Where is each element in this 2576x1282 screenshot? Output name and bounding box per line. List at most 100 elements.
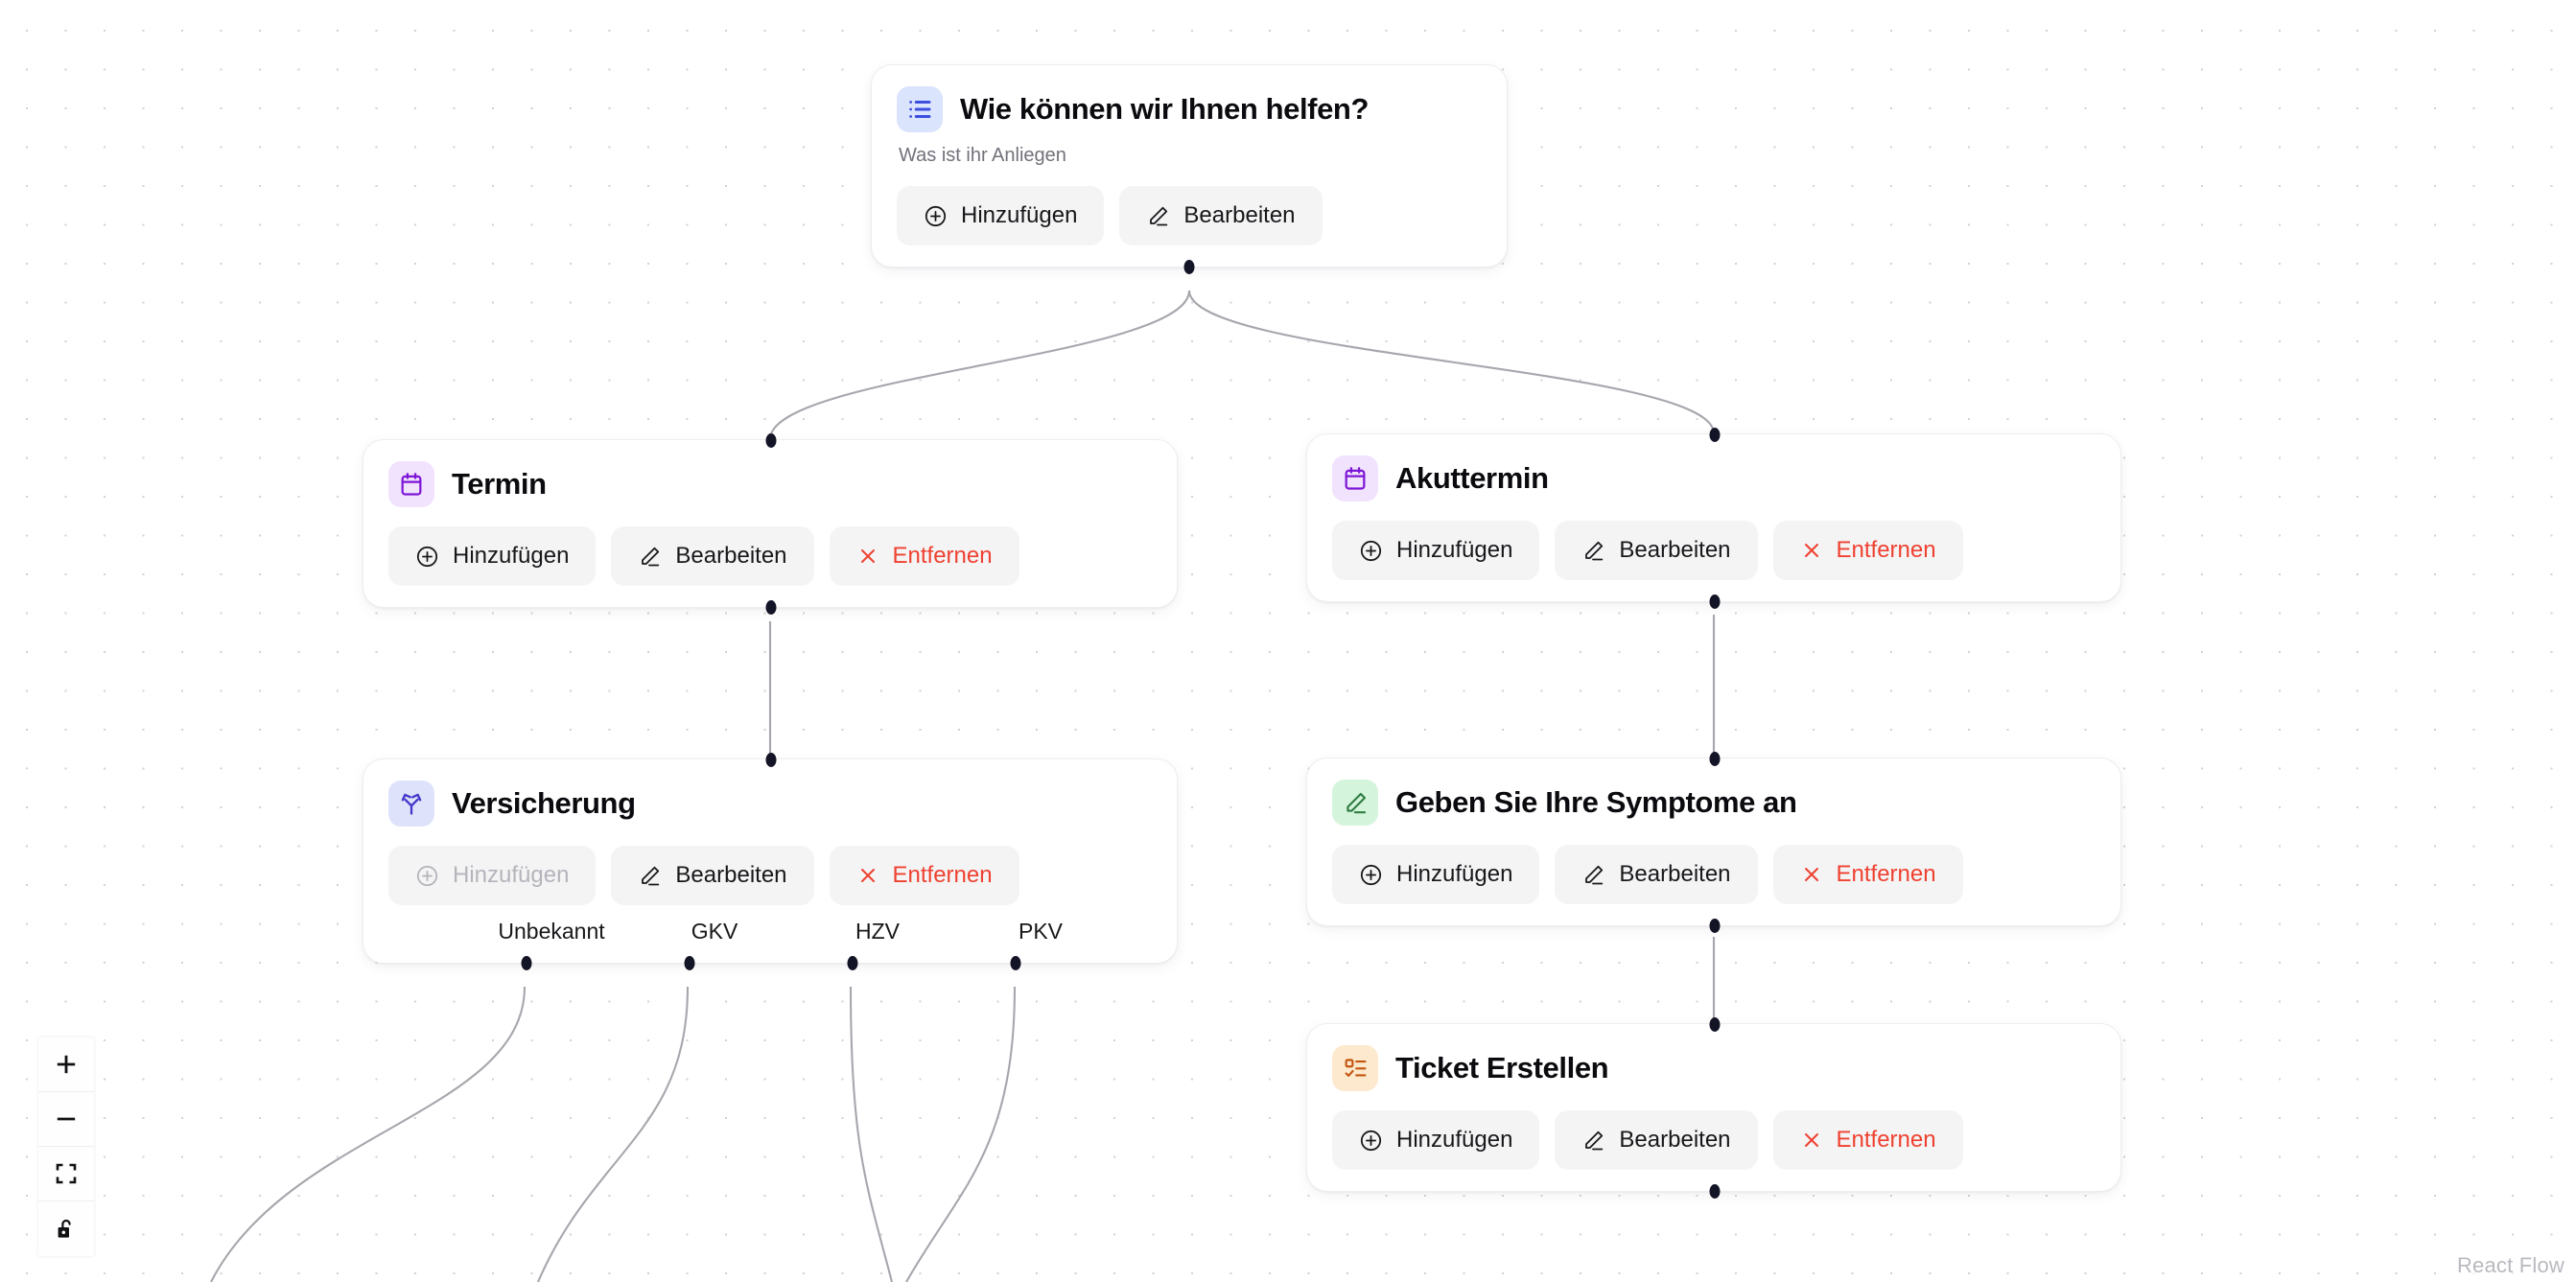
edit-button[interactable]: Bearbeiten (1555, 521, 1758, 580)
edge-versicherung-hzv (849, 986, 894, 1282)
remove-button[interactable]: Entfernen (1772, 521, 1963, 580)
target-handle[interactable] (765, 753, 777, 767)
plus-circle-icon (1360, 864, 1382, 885)
node-title: Versicherung (452, 785, 636, 820)
add-button[interactable]: Hinzufügen (1332, 1110, 1540, 1170)
edit-button-label: Bearbeiten (675, 862, 787, 888)
calendar-icon (1332, 455, 1378, 501)
plus-circle-icon (416, 546, 438, 567)
zoom-out-button[interactable] (38, 1092, 94, 1147)
remove-button-label: Entfernen (892, 862, 993, 888)
target-handle[interactable] (1709, 752, 1721, 766)
remove-button-label: Entfernen (1836, 1127, 1936, 1153)
node-versicherung[interactable]: Versicherung Hinzufügen Bearbeiten (363, 753, 1178, 970)
node-action-row: Hinzufügen Bearbeiten Entfernen (1332, 1110, 2096, 1170)
source-handle[interactable] (1709, 1184, 1721, 1199)
edit-button-label: Bearbeiten (1619, 861, 1731, 887)
target-handle[interactable] (765, 433, 777, 448)
remove-button[interactable]: Entfernen (829, 526, 1019, 586)
node-ticket-erstellen[interactable]: Ticket Erstellen Hinzufügen Bearbeiten (1306, 1017, 2121, 1199)
edge-root-to-akuttermin (1187, 290, 1716, 434)
node-action-row: Hinzufügen Bearbeiten Entfernen (1332, 521, 2096, 580)
node-akuttermin[interactable]: Akuttermin Hinzufügen Bearbeiten (1306, 428, 2121, 609)
edit-button[interactable]: Bearbeiten (1555, 1110, 1758, 1170)
target-handle[interactable] (1709, 1017, 1721, 1032)
edit-button-label: Bearbeiten (1619, 537, 1731, 563)
node-header: Akuttermin (1332, 455, 2096, 501)
source-handle[interactable] (1709, 594, 1721, 609)
pencil-icon (1150, 206, 1168, 225)
plus-circle-icon (925, 205, 947, 226)
toggle-interactivity-button[interactable] (38, 1201, 94, 1256)
add-button-label: Hinzufügen (453, 543, 570, 569)
checklist-icon (1332, 1045, 1378, 1091)
x-icon (1804, 544, 1818, 557)
node-action-row: Hinzufügen Bearbeiten Entfernen (388, 846, 1152, 905)
plus-circle-icon (416, 865, 438, 886)
list-icon (897, 86, 943, 132)
fit-view-icon (56, 1163, 77, 1184)
branch-icon (388, 781, 434, 827)
branch-handle-labels: Unbekannt GKV HZV PKV (388, 919, 1152, 951)
source-handle-pkv[interactable] (1010, 956, 1021, 970)
add-button-label: Hinzufügen (1396, 1127, 1513, 1153)
remove-button[interactable]: Entfernen (829, 846, 1019, 905)
attribution-label: React Flow (2456, 1253, 2564, 1277)
node-symptome[interactable]: Geben Sie Ihre Symptome an Hinzufügen Be… (1306, 752, 2121, 933)
branch-label-unbekannt: Unbekannt (498, 919, 605, 944)
node-header: Geben Sie Ihre Symptome an (1332, 780, 2096, 826)
unlock-icon (58, 1219, 71, 1238)
remove-button[interactable]: Entfernen (1772, 1110, 1963, 1170)
source-handle-hzv[interactable] (847, 956, 858, 970)
zoom-in-button[interactable] (38, 1037, 94, 1092)
node-title: Akuttermin (1395, 460, 1549, 495)
node-header: Termin (388, 461, 1152, 507)
pencil-icon (642, 547, 660, 566)
minus-icon (57, 1117, 76, 1121)
node-title: Geben Sie Ihre Symptome an (1395, 784, 1797, 819)
node-action-row: Hinzufügen Bearbeiten (897, 186, 1482, 245)
node-title: Termin (452, 466, 547, 501)
flow-controls[interactable] (38, 1037, 94, 1256)
node-termin[interactable]: Termin Hinzufügen Bearbeiten Entf (363, 433, 1178, 615)
edge-root-to-termin (768, 290, 1191, 440)
node-action-row: Hinzufügen Bearbeiten Entfernen (1332, 845, 2096, 904)
add-button[interactable]: Hinzufügen (1332, 845, 1540, 904)
source-handle-unbekannt[interactable] (521, 956, 532, 970)
edge-versicherung-unbekannt (210, 986, 527, 1282)
source-handle[interactable] (765, 600, 777, 615)
pencil-icon (1585, 541, 1604, 560)
remove-button-label: Entfernen (1836, 861, 1936, 887)
add-button[interactable]: Hinzufügen (897, 186, 1105, 245)
node-action-row: Hinzufügen Bearbeiten Entfernen (388, 526, 1152, 586)
edit-button[interactable]: Bearbeiten (1119, 186, 1323, 245)
node-root[interactable]: Wie können wir Ihnen helfen? Was ist ihr… (871, 64, 1508, 274)
react-flow-attribution[interactable]: React Flow (2443, 1249, 2576, 1282)
x-icon (860, 549, 875, 563)
edit-button-label: Bearbeiten (1183, 202, 1296, 228)
fit-view-button[interactable] (38, 1147, 94, 1201)
node-header: Versicherung (388, 781, 1152, 827)
edit-button[interactable]: Bearbeiten (1555, 845, 1758, 904)
plus-circle-icon (1360, 1130, 1382, 1151)
plus-circle-icon (1360, 540, 1382, 561)
node-title: Ticket Erstellen (1395, 1050, 1609, 1084)
add-button[interactable]: Hinzufügen (388, 526, 597, 586)
source-handle[interactable] (1709, 919, 1721, 933)
source-handle[interactable] (1183, 260, 1195, 274)
target-handle[interactable] (1709, 428, 1721, 442)
add-button: Hinzufügen (388, 846, 597, 905)
source-handle-gkv[interactable] (684, 956, 695, 970)
branch-label-hzv: HZV (855, 919, 900, 944)
edit-button[interactable]: Bearbeiten (611, 526, 814, 586)
x-icon (860, 869, 875, 882)
remove-button[interactable]: Entfernen (1772, 845, 1963, 904)
pencil-icon (1332, 780, 1378, 826)
add-button[interactable]: Hinzufügen (1332, 521, 1540, 580)
pencil-icon (1585, 865, 1604, 884)
remove-button-label: Entfernen (1836, 537, 1936, 563)
edit-button-label: Bearbeiten (675, 543, 787, 569)
node-title: Wie können wir Ihnen helfen? (960, 91, 1369, 126)
edit-button[interactable]: Bearbeiten (611, 846, 814, 905)
